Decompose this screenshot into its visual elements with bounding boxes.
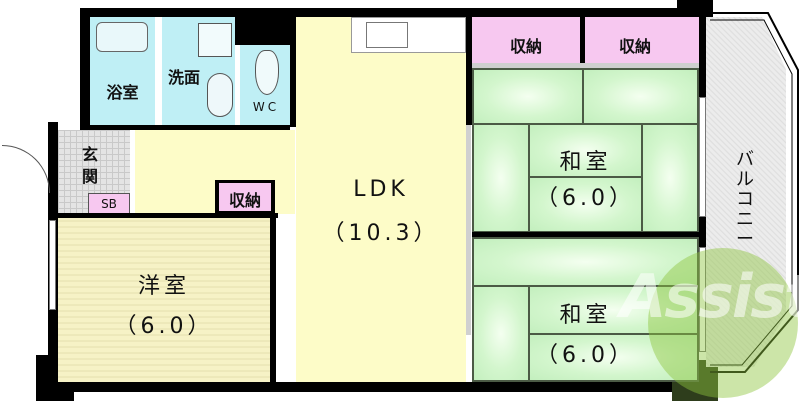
wet-area-bottom-wall xyxy=(90,125,290,130)
watermark-logo-text: Assist xyxy=(620,262,800,332)
entrance-label: 玄関 xyxy=(81,145,98,186)
right-wall-upper xyxy=(699,17,706,97)
room-wc: WC xyxy=(240,45,292,125)
room-japanese-2: 和室 （6.0） xyxy=(472,237,699,382)
ldk-left-wall xyxy=(290,17,296,127)
ldk-sliding-door[interactable] xyxy=(466,125,471,335)
japanese-rooms-divider xyxy=(472,232,699,237)
room-bath: 浴室 xyxy=(90,17,155,125)
room-ldk: LDK （10.3） xyxy=(296,17,466,382)
balcony xyxy=(706,17,786,367)
western-room-label: 洋室 xyxy=(137,274,190,299)
ldk-size: （10.3） xyxy=(322,221,440,246)
balcony-label: バルコニー xyxy=(736,149,754,250)
room-japanese-1: 和室 （6.0） xyxy=(472,68,699,233)
japanese-room-2-label: 和室 xyxy=(559,303,612,328)
balcony-window-2[interactable] xyxy=(699,247,706,352)
tatami-mat xyxy=(582,68,699,125)
outer-wall-top xyxy=(80,8,700,17)
room-washroom: 洗面 xyxy=(160,17,235,125)
storage-divider xyxy=(580,17,585,67)
right-wall-mid xyxy=(699,217,706,247)
ldk-label: LDK xyxy=(353,177,409,202)
storage-2: 収納 xyxy=(585,17,699,63)
watermark-circle xyxy=(648,248,798,398)
western-room-size: （6.0） xyxy=(114,314,214,339)
room-entrance: 玄関 SB xyxy=(58,130,130,214)
wc-label: WC xyxy=(252,100,280,114)
western-top-wall xyxy=(58,213,278,218)
bath-label: 浴室 xyxy=(106,83,139,102)
western-window xyxy=(49,220,56,310)
japanese-room-1-label: 和室 xyxy=(559,150,612,175)
entrance-door[interactable] xyxy=(2,145,50,193)
tatami-mat xyxy=(472,123,530,233)
washing-machine-icon xyxy=(198,23,232,57)
ldk-right-wall xyxy=(466,17,472,125)
sink-icon xyxy=(207,73,233,117)
storage-2-label: 収納 xyxy=(618,37,651,56)
kitchen-counter xyxy=(351,17,466,53)
tatami-mat xyxy=(472,68,584,125)
balcony-window-1[interactable] xyxy=(699,97,706,217)
western-right-wall xyxy=(270,213,276,383)
storage-1-label: 収納 xyxy=(509,37,542,56)
storage-1: 収納 xyxy=(472,17,580,63)
wc-wall-top xyxy=(235,17,293,45)
toilet-icon xyxy=(255,50,279,95)
outer-wall-left-upper xyxy=(80,8,90,130)
outer-wall-bottom xyxy=(48,382,688,392)
bathtub-icon xyxy=(96,22,148,52)
balcony-outline xyxy=(710,12,799,373)
room-western: 洋室 （6.0） xyxy=(58,218,270,382)
shoe-box-label: SB xyxy=(101,197,117,211)
washroom-label: 洗面 xyxy=(167,68,200,87)
shoe-box: SB xyxy=(88,193,130,214)
tatami-mat xyxy=(528,333,699,382)
tatami-mat xyxy=(472,285,530,382)
japanese-room-1-size: （6.0） xyxy=(536,186,635,211)
tatami-mat xyxy=(641,123,699,233)
japanese-room-2-size: （6.0） xyxy=(536,343,635,368)
hall-storage: 収納 xyxy=(219,183,271,211)
hall-storage-label: 収納 xyxy=(228,191,261,210)
kitchen-sink-icon xyxy=(366,22,408,48)
storage-sliding-doors[interactable] xyxy=(472,63,699,68)
